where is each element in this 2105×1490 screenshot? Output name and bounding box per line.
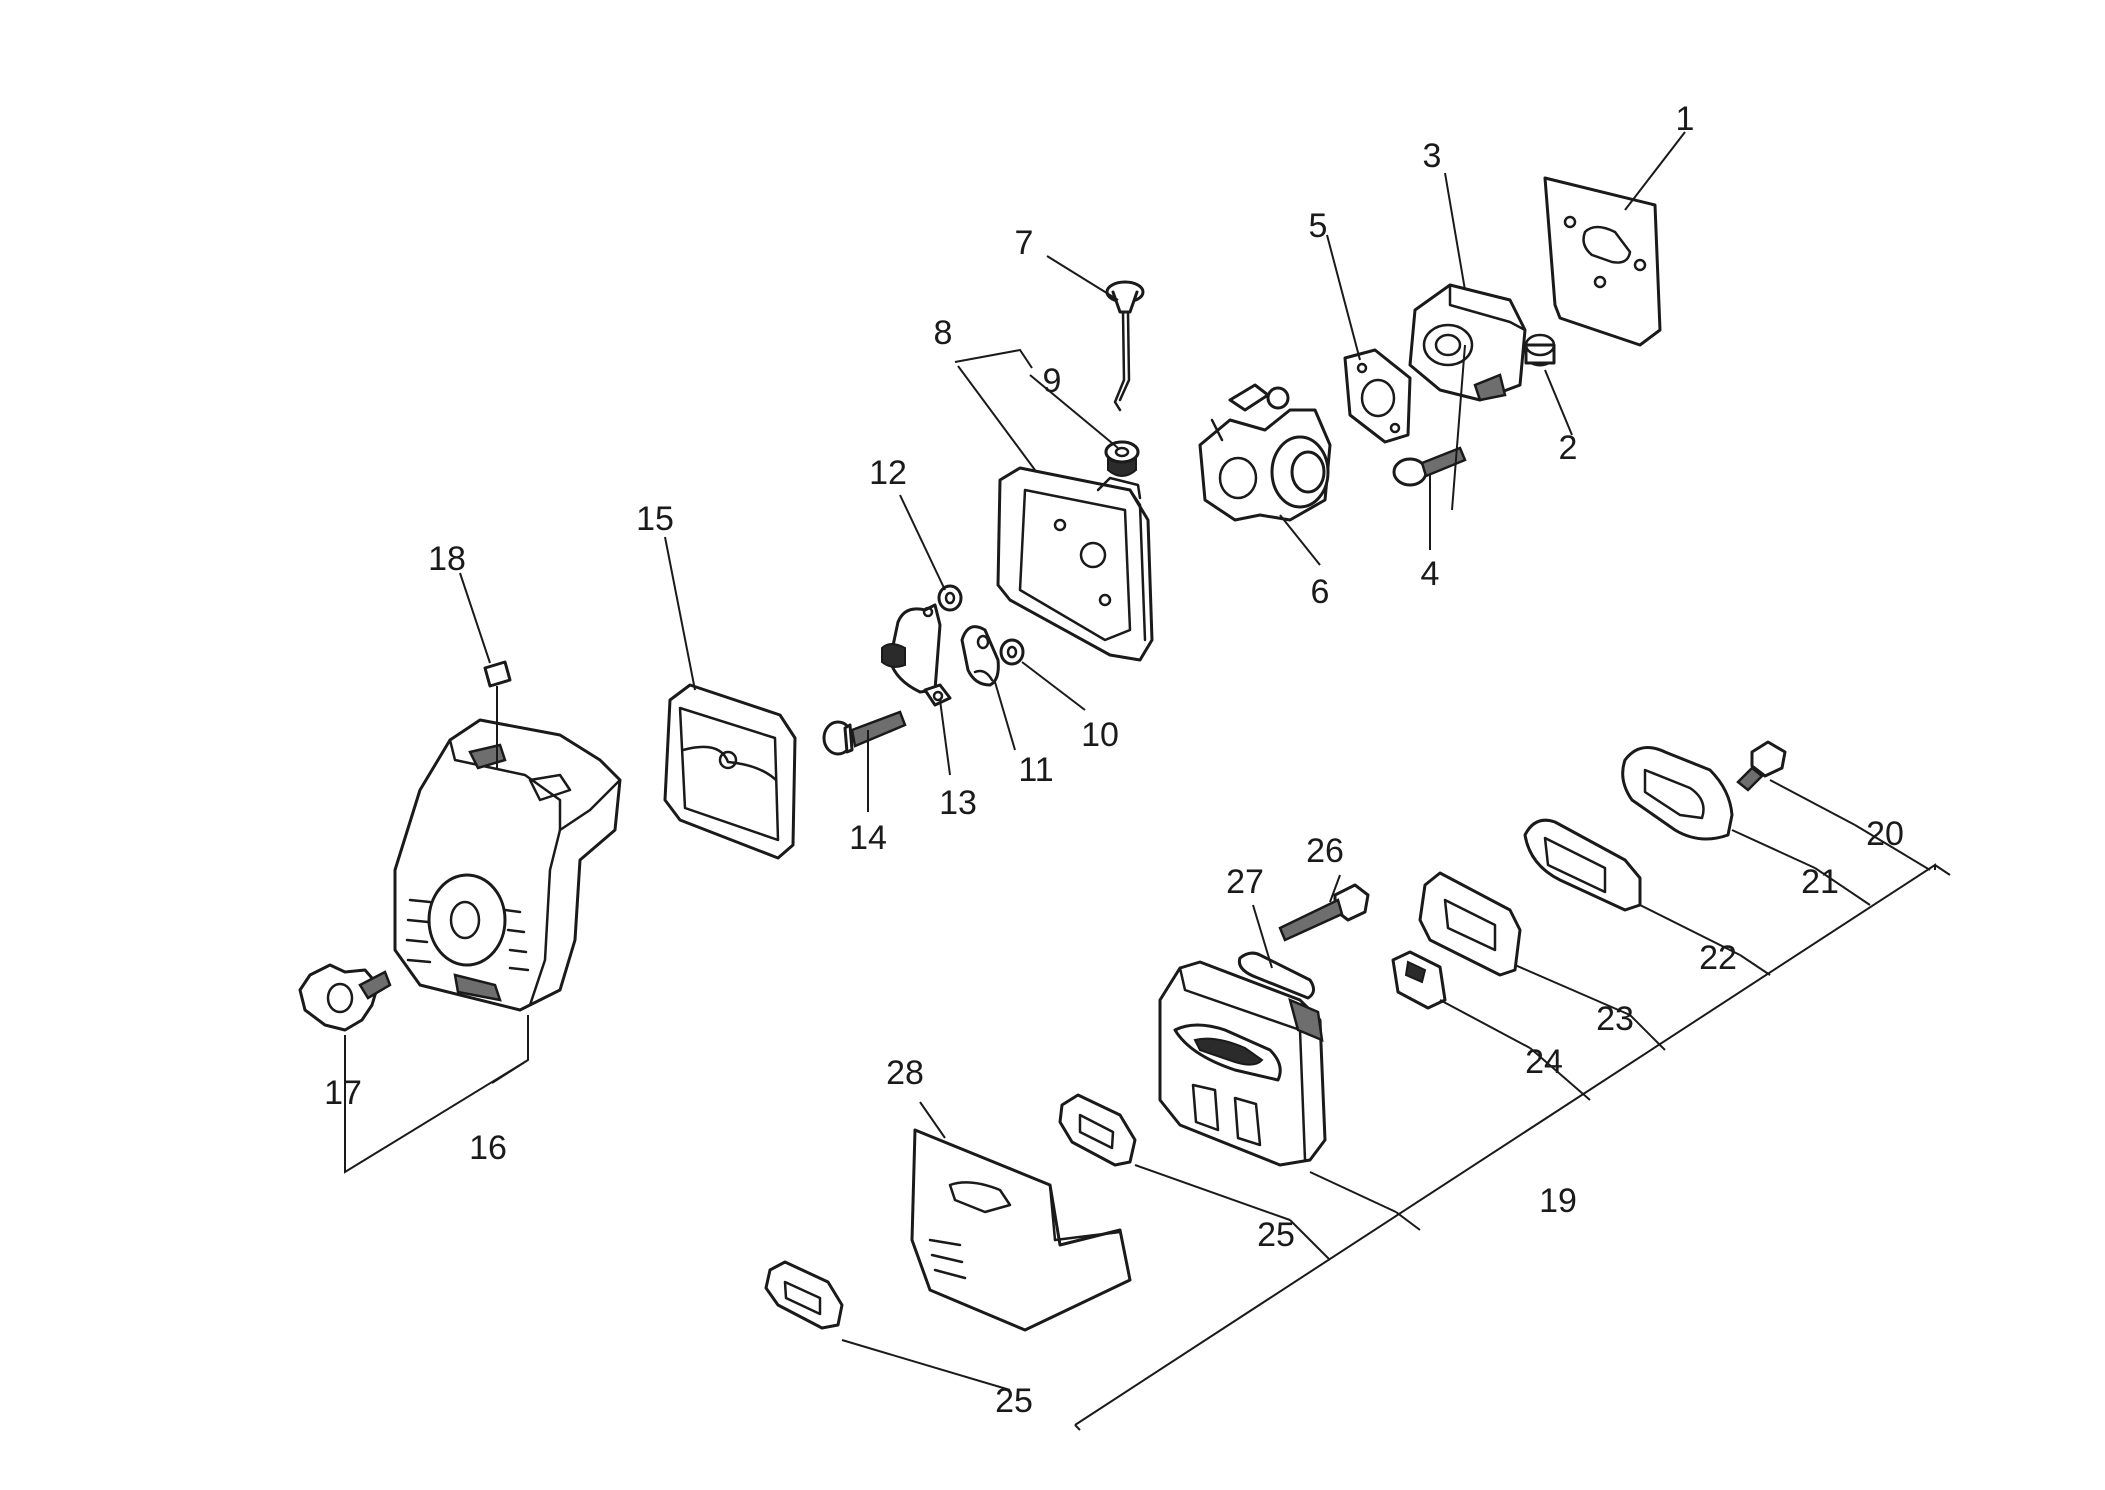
callout-1: 1 <box>1676 100 1695 138</box>
part-12-washer <box>937 584 963 612</box>
part-3-insulator <box>1408 283 1527 402</box>
callout-2: 2 <box>1559 429 1578 467</box>
callout-6: 6 <box>1311 573 1330 611</box>
part-20-bolt <box>1736 740 1787 792</box>
callout-26: 26 <box>1306 832 1344 870</box>
callout-3: 3 <box>1423 137 1442 175</box>
part-11-choke-lever <box>960 625 1000 687</box>
part-28-heat-shield <box>910 1128 1132 1332</box>
part-23-gasket <box>1418 871 1522 977</box>
part-22-gasket <box>1523 818 1642 912</box>
part-16-cover <box>393 718 622 1012</box>
callout-20: 20 <box>1866 815 1904 853</box>
callout-15: 15 <box>636 500 674 538</box>
callout-16: 16 <box>469 1129 507 1167</box>
part-15-air-filter <box>663 683 797 860</box>
part-5-gasket <box>1343 348 1412 444</box>
callout-9: 9 <box>1043 362 1062 400</box>
part-9-grommet <box>1104 440 1140 477</box>
part-24-screen <box>1391 950 1447 1010</box>
callout-7: 7 <box>1015 224 1034 262</box>
part-1-gasket <box>1543 176 1662 347</box>
part-18-label <box>483 660 512 688</box>
callout-27: 27 <box>1226 863 1264 901</box>
part-13-bracket <box>881 603 952 707</box>
part-27-plate <box>1237 951 1315 1000</box>
part-25-gasket-lower <box>764 1260 844 1330</box>
part-26-bolt <box>1278 883 1370 942</box>
callout-11: 11 <box>1018 751 1053 789</box>
part-10-washer <box>999 638 1025 666</box>
callout-labels: 1 2 3 4 5 6 7 8 9 10 11 12 13 14 15 16 1… <box>324 100 1904 1420</box>
callout-24: 24 <box>1525 1043 1563 1081</box>
callout-17: 17 <box>324 1074 362 1112</box>
part-8-air-cleaner-case <box>996 466 1154 662</box>
part-14-bolt <box>822 710 907 756</box>
callout-5: 5 <box>1309 207 1328 245</box>
part-19-muffler <box>1158 960 1327 1167</box>
callout-8: 8 <box>934 314 953 352</box>
part-21-plate <box>1621 746 1734 841</box>
callout-23: 23 <box>1596 1000 1634 1038</box>
leader-lines <box>344 131 1951 1431</box>
part-7-choke-rod <box>1105 280 1145 412</box>
callout-25-upper: 25 <box>1257 1216 1295 1254</box>
callout-22: 22 <box>1699 939 1737 977</box>
part-2-spacer <box>1524 333 1556 367</box>
callout-21: 21 <box>1801 863 1839 901</box>
callout-13: 13 <box>939 784 977 822</box>
part-6-carburetor <box>1198 383 1332 522</box>
part-4-bolt <box>1392 446 1467 487</box>
callout-18: 18 <box>428 540 466 578</box>
part-17-knob <box>298 963 392 1032</box>
callout-14: 14 <box>849 819 887 857</box>
callout-4: 4 <box>1421 555 1440 593</box>
callout-10: 10 <box>1081 716 1119 754</box>
callout-28: 28 <box>886 1054 924 1092</box>
callout-12: 12 <box>869 454 907 492</box>
part-25-gasket-upper <box>1058 1093 1137 1167</box>
callout-19: 19 <box>1539 1182 1577 1220</box>
callout-25-lower: 25 <box>995 1382 1033 1420</box>
